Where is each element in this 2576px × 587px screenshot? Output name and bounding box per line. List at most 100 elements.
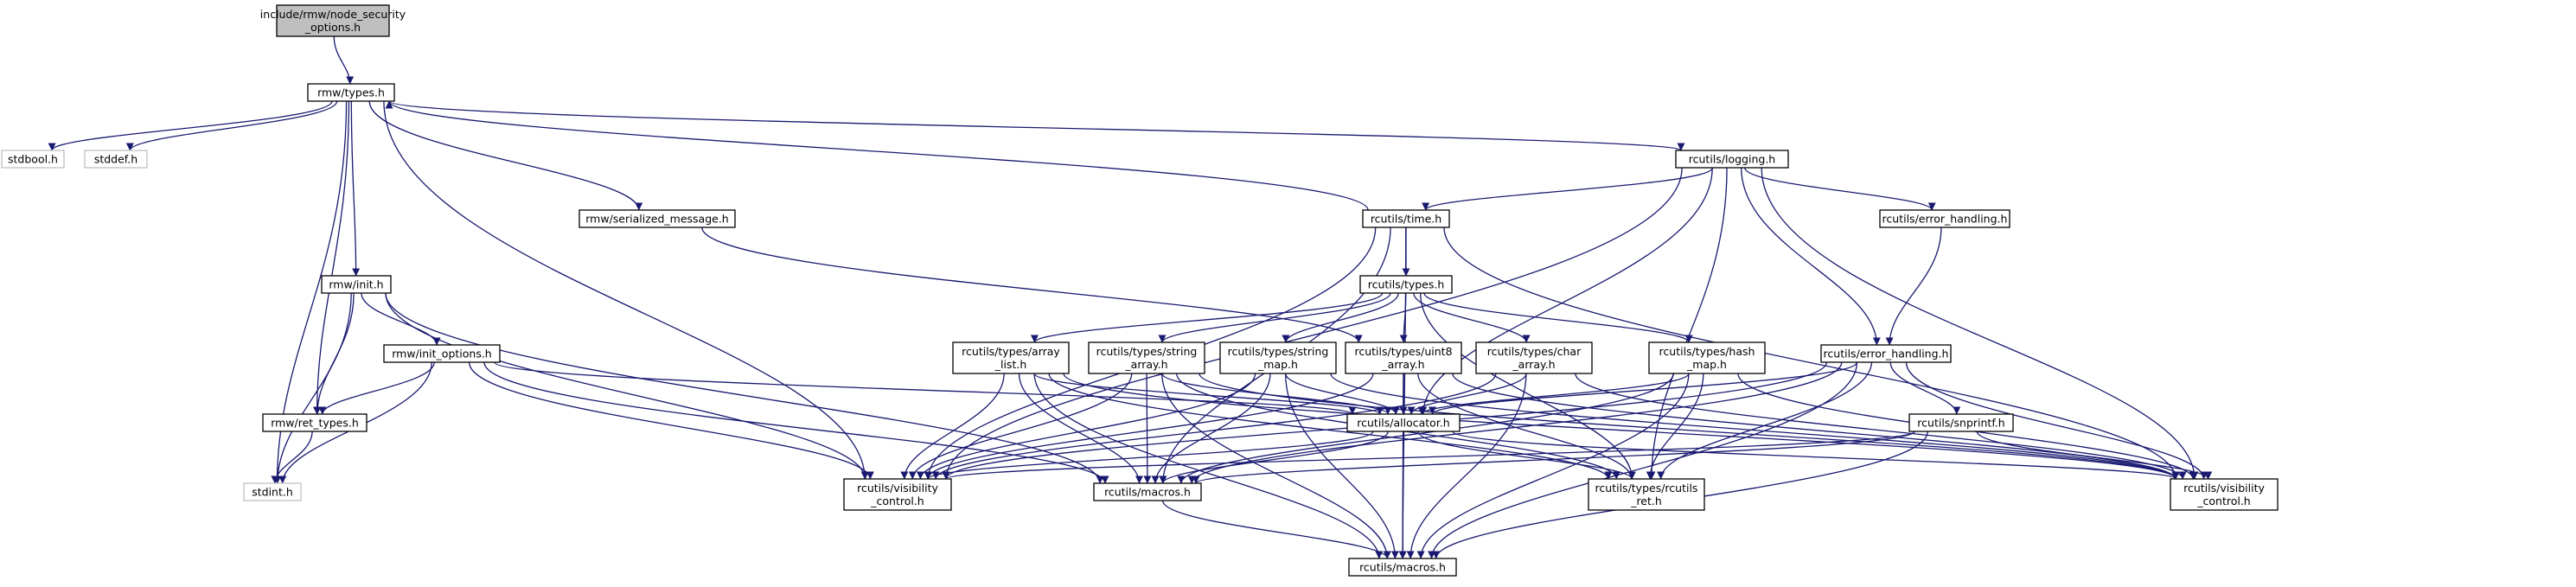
node-box (1346, 413, 1461, 432)
node-stdbool[interactable]: stdbool.h (1, 150, 65, 169)
node-label: _list.h (994, 358, 1027, 371)
edge-rmw-init-to-rmw-ret-types (313, 292, 355, 415)
node-label: rcutils/types/uint8 (1354, 345, 1452, 358)
edge-rcutils-logging-to-rcutils-time (1422, 167, 1714, 211)
edge-hash-map-to-rcutils-ret (1646, 373, 1704, 480)
edge-rcutils-logging-to-err-handling (1741, 167, 1881, 346)
edge-rcutils-err-short-to-err-handling (1885, 227, 1942, 346)
node-label: rmw/types.h (317, 86, 385, 99)
node-rmw-serialized[interactable]: rmw/serialized_message.h (578, 209, 736, 228)
node-label: _options.h (304, 21, 361, 34)
edge-rmw-init-to-rcutils-macros-mid (385, 292, 1104, 484)
node-rmw-types[interactable]: rmw/types.h (307, 83, 395, 102)
edge-char-array-to-vis-right (1575, 373, 2187, 480)
node-box (578, 209, 736, 228)
node-box (383, 344, 501, 363)
node-label: rmw/ret_types.h (271, 417, 359, 430)
node-label: stdbool.h (8, 153, 58, 166)
edge-rcutils-types-to-array-list (1031, 292, 1384, 343)
node-rmw-ret-types[interactable]: rmw/ret_types.h (262, 413, 368, 432)
node-err-handling[interactable]: rcutils/error_handling.h (1820, 344, 1952, 363)
edge-rmw-init-to-vis-left (385, 292, 869, 480)
node-label: rcutils/error_handling.h (1824, 348, 1949, 360)
edge-uint8-array-to-vis-left (924, 373, 1374, 480)
edge-uint8-array-to-vis-right (1452, 373, 2180, 480)
edge-err-handling-to-snprintf (1889, 361, 1961, 415)
edge-rmw-types-to-rmw-init (350, 100, 361, 277)
node-label: rcutils/types/rcutils (1595, 482, 1698, 494)
edge-array-list-to-rcutils-allocator (1033, 373, 1384, 415)
node-box (1219, 341, 1337, 374)
node-label: rcutils/types/string (1096, 345, 1198, 358)
node-rcutils-time[interactable]: rcutils/time.h (1362, 209, 1450, 228)
node-vis-right[interactable]: rcutils/visibility_control.h (2170, 478, 2279, 511)
edge-err-handling-to-rcutils-macros-mid (1187, 361, 1843, 484)
node-box (1879, 209, 2010, 228)
edge-rmw-init-options-to-rcutils-allocator (494, 361, 1357, 415)
node-string-map[interactable]: rcutils/types/string_map.h (1219, 341, 1337, 374)
edge-rmw-init-to-rmw-init-options (361, 292, 441, 346)
node-rcutils-logging[interactable]: rcutils/logging.h (1675, 150, 1789, 169)
node-box (307, 83, 395, 102)
node-label: _control.h (2196, 494, 2250, 507)
node-box (952, 341, 1070, 374)
node-box (1348, 558, 1457, 577)
node-box (1088, 341, 1205, 374)
node-label: rcutils/allocator.h (1357, 417, 1449, 430)
node-box (843, 478, 952, 511)
node-uint8-array[interactable]: rcutils/types/uint8_array.h (1345, 341, 1462, 374)
node-rcutils-ret[interactable]: rcutils/types/rcutils_ret.h (1588, 478, 1705, 511)
node-rcutils-types[interactable]: rcutils/types.h (1359, 275, 1453, 294)
node-rmw-init[interactable]: rmw/init.h (321, 275, 392, 294)
edge-err-handling-to-rcutils-allocator (1429, 361, 1858, 415)
edge-rcutils-allocator-to-rcutils-macros-mid (1159, 431, 1389, 484)
edge-rmw-init-options-to-vis-left (468, 361, 874, 480)
node-label: rcutils/error_handling.h (1882, 213, 2008, 226)
edge-rcutils-allocator-to-rcutils-ret (1417, 431, 1636, 480)
node-label: rcutils/logging.h (1689, 153, 1775, 166)
edge-rcutils-allocator-to-vis-left (924, 431, 1374, 480)
edge-snprintf-to-vis-left (943, 431, 1915, 480)
node-rmw-init-options[interactable]: rmw/init_options.h (383, 344, 501, 363)
node-box (1588, 478, 1705, 511)
node-rcutils-err-short[interactable]: rcutils/error_handling.h (1879, 209, 2010, 228)
node-stdint[interactable]: stdint.h (243, 482, 302, 501)
edge-string-map-to-rcutils-allocator (1285, 373, 1400, 415)
node-box (2170, 478, 2279, 511)
node-label: _array.h (1512, 358, 1555, 371)
edge-rcutils-types-to-string-array (1158, 292, 1391, 343)
edge-rmw-init-options-to-rcutils-macros-mid (483, 361, 1109, 484)
node-rcutils-allocator[interactable]: rcutils/allocator.h (1346, 413, 1461, 432)
edge-hash-map-to-rcutils-macros-mid (1177, 373, 1674, 484)
node-root[interactable]: include/rmw/node_security_options.h (260, 4, 406, 37)
edge-hash-map-to-rcutils-macros-bottom (1416, 373, 1690, 559)
node-vis-left[interactable]: rcutils/visibility_control.h (843, 478, 952, 511)
node-rcutils-macros-bottom[interactable]: rcutils/macros.h (1348, 558, 1457, 577)
edge-rmw-init-to-stdint (273, 292, 352, 484)
node-stddef[interactable]: stddef.h (84, 150, 148, 169)
node-box (1648, 341, 1766, 374)
node-hash-map[interactable]: rcutils/types/hash_map.h (1648, 341, 1766, 374)
node-array-list[interactable]: rcutils/types/array_list.h (952, 341, 1070, 374)
edge-rcutils-allocator-to-vis-right (1452, 431, 2180, 480)
node-box (276, 4, 390, 37)
node-snprintf[interactable]: rcutils/snprintf.h (1908, 413, 2014, 432)
edge-rcutils-types-to-rcutils-ret (1420, 292, 1636, 480)
node-rcutils-macros-mid[interactable]: rcutils/macros.h (1093, 482, 1202, 501)
node-box (1362, 209, 1450, 228)
node-box (1475, 341, 1593, 374)
node-string-array[interactable]: rcutils/types/string_array.h (1088, 341, 1205, 374)
node-char-array[interactable]: rcutils/types/char_array.h (1475, 341, 1593, 374)
node-label: _map.h (1257, 358, 1298, 371)
node-label: stddef.h (94, 153, 137, 166)
node-box (1345, 341, 1462, 374)
node-label: rcutils/snprintf.h (1917, 417, 2004, 430)
node-box (1093, 482, 1202, 501)
node-label: rcutils/macros.h (1359, 561, 1446, 574)
node-box (321, 275, 392, 294)
edge-char-array-to-rcutils-allocator (1407, 373, 1527, 415)
edge-char-array-to-vis-left (931, 373, 1497, 480)
node-label: rcutils/visibility (2183, 482, 2265, 494)
edge-rcutils-types-to-hash-map (1423, 292, 1693, 343)
